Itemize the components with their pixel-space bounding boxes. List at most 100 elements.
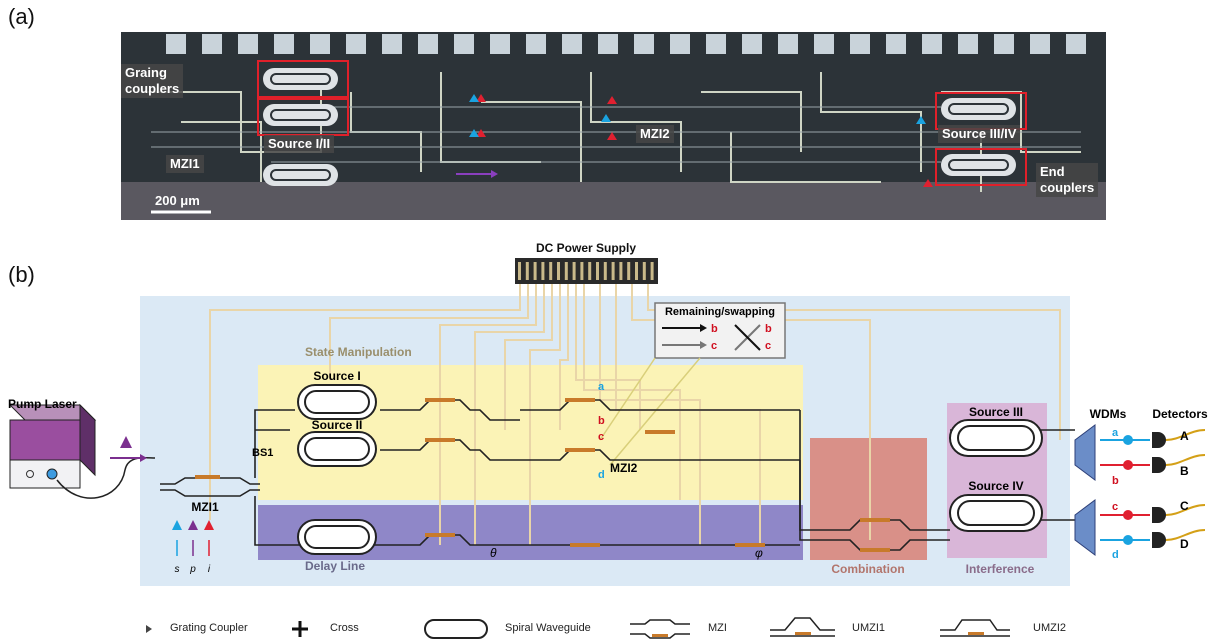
delay-line-label: Delay Line (305, 559, 365, 573)
spiral-source1-inner (304, 390, 370, 414)
dc-pin (642, 262, 646, 280)
detector-fibers (1165, 429, 1206, 541)
dc-power-supply (515, 258, 658, 284)
chip-pad (166, 34, 186, 54)
panel-a-label: (a) (8, 4, 35, 29)
umzi1-icon (770, 617, 835, 637)
chip-pad (1066, 34, 1086, 54)
scale-bar-label: 200 μm (155, 193, 200, 208)
panel-b-label: (b) (8, 262, 35, 287)
path-label-a: a (598, 381, 605, 393)
end-couplers-label: End couplers (1036, 163, 1099, 197)
wdm-label-a: a (1112, 427, 1119, 439)
path-label-d: d (598, 469, 605, 481)
wdm-label-c: c (1112, 501, 1118, 513)
detector-icons (1152, 432, 1166, 548)
dc-pin (525, 262, 529, 280)
inset-label-b: b (711, 323, 718, 335)
photon-label-s: s (175, 564, 180, 575)
dc-pin (572, 262, 576, 280)
chip-pump-arrow-head (491, 170, 498, 178)
spiral-source4-inner (957, 500, 1035, 526)
dc-pin (533, 262, 537, 280)
mzi-icon-heater (652, 634, 668, 637)
remaining-swapping-inset (654, 302, 786, 359)
chip-pad (454, 34, 474, 54)
mzi1-label: MZI1 (191, 500, 219, 514)
pump-arrow-head (140, 454, 147, 462)
spiral-source1 (297, 384, 377, 420)
pump-laser-side (79, 403, 96, 477)
electrode-wires (209, 284, 1061, 545)
inset-pointer (599, 357, 701, 466)
inset-title: Remaining/swapping (665, 306, 775, 318)
chip-pad (274, 34, 294, 54)
chip-pad (922, 34, 942, 54)
dc-pin (596, 262, 599, 280)
chip-pad (958, 34, 978, 54)
chip-pad (742, 34, 762, 54)
mzi-icon (630, 619, 690, 639)
legend-mzi: MZI (708, 622, 727, 634)
pump-laser-label: Pump Laser (8, 397, 77, 411)
umzi2-icon (940, 619, 1010, 637)
legend-spiral: Spiral Waveguide (505, 622, 591, 634)
detector-c-icon (1152, 507, 1166, 523)
chip-pad (670, 34, 690, 54)
combination-region (810, 438, 927, 560)
spiral-source2-inner (304, 437, 370, 461)
source4-label: Source IV (968, 479, 1023, 493)
laser-knob-icon (26, 470, 34, 478)
mzi1-chip-label: MZI1 (166, 155, 204, 173)
detector-b-icon (1152, 457, 1166, 473)
dc-pin (619, 262, 623, 280)
photon-legend (172, 520, 214, 556)
dc-pin (549, 262, 553, 280)
chip-pad (850, 34, 870, 54)
dc-pin (635, 262, 638, 280)
spiral-waveguide-icon (424, 619, 488, 639)
mzi2-label: MZI2 (610, 461, 638, 475)
spiral-source2 (297, 431, 377, 467)
chip-pad (310, 34, 330, 54)
detectors-label: Detectors (1152, 407, 1208, 421)
inset-arrow-c-head (700, 341, 707, 349)
chip-photons (469, 94, 933, 187)
detector-label-d: D (1180, 537, 1189, 551)
mzi2-chip-label: MZI2 (636, 125, 674, 143)
source4-box (935, 148, 1027, 186)
photon-label-p: p (189, 564, 196, 575)
spiral-delay-inner (304, 525, 370, 549)
detector-a-icon (1152, 432, 1166, 448)
chip-spiral-lines (270, 73, 1009, 181)
chip-pad (526, 34, 546, 54)
wdm-top (1074, 424, 1096, 481)
detector-arrows (1100, 435, 1150, 545)
pump-pulse-icon (120, 436, 132, 448)
pump-laser-front (9, 459, 81, 489)
state-manipulation-label: State Manipulation (305, 345, 412, 359)
source12-chip-label: Source I/II (264, 135, 335, 153)
chip-pads (166, 34, 1086, 54)
spiral-source3-inner (957, 425, 1035, 451)
chip-pad (202, 34, 222, 54)
source2-label: Source II (312, 418, 363, 432)
heaters (195, 398, 890, 552)
chip-pad (238, 34, 258, 54)
dc-pin (650, 262, 654, 280)
legend-umzi2: UMZI2 (1033, 622, 1066, 634)
dc-pins (518, 262, 654, 280)
spiral-source4 (949, 494, 1043, 532)
path-label-c: c (598, 431, 604, 443)
chip-pad (562, 34, 582, 54)
chip-pad (778, 34, 798, 54)
umzi1-icon-heater (795, 632, 811, 635)
interference-label: Interference (966, 562, 1035, 576)
grating-couplers-label: Graing couplers (121, 64, 184, 98)
detector-label-b: B (1180, 464, 1189, 478)
chip-pad (706, 34, 726, 54)
source3-label: Source III (969, 405, 1023, 419)
chip-pad (490, 34, 510, 54)
dc-power-label: DC Power Supply (536, 241, 636, 255)
chip-bottom-strip (121, 182, 1106, 220)
